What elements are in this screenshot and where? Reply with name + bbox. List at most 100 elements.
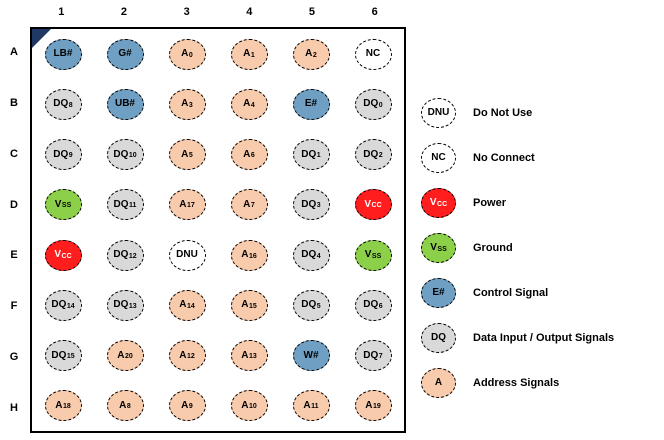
pin-label: A [179, 198, 187, 210]
pin-B2: UB# [106, 88, 144, 120]
pin-label-subscript: 1 [316, 152, 321, 160]
pin-label: W# [303, 349, 319, 361]
pin-label: A [243, 198, 251, 210]
column-header-6: 6 [371, 6, 378, 18]
pin-label: V [364, 198, 372, 210]
pin-cell-B2: UB# [94, 79, 156, 129]
legend-item-address-signals: A Address Signals [421, 368, 614, 398]
pin-label: A [117, 349, 125, 361]
pin-label-subscript: 15 [66, 353, 75, 361]
pin-label: LB# [53, 48, 73, 60]
pin-label: A [241, 399, 249, 411]
pin-G5: W# [292, 340, 330, 372]
pin-label-subscript: SS [437, 245, 447, 253]
pin-label: DQ [113, 249, 129, 261]
pin-label-subscript: 12 [128, 252, 137, 260]
pin-label: A [305, 48, 313, 60]
pin-label: DQ [363, 349, 379, 361]
pin-label-subscript: 9 [68, 152, 73, 160]
pin-label: NC [365, 48, 381, 60]
legend-item-control-signal: E#Control Signal [421, 278, 614, 308]
pin-label: E# [304, 98, 318, 110]
legend-symbol-A: A [421, 368, 456, 398]
pin-label: A [241, 249, 249, 261]
pin-cell-A6: NC [342, 29, 404, 79]
legend-symbol-DQ: DQ [421, 323, 456, 353]
legend-label: Do Not Use [473, 107, 533, 119]
legend-label: Ground [473, 242, 513, 254]
pin-label: A [241, 299, 249, 311]
pin-label-subscript: 1 [250, 51, 255, 59]
pin-label: DNU [176, 249, 198, 261]
legend-label: Data Input / Output Signals [473, 332, 615, 344]
pin-label-subscript: 12 [186, 353, 195, 361]
pin-label-subscript: 10 [248, 403, 257, 411]
pin-label: V [54, 249, 62, 261]
pin-label: DQ [113, 148, 129, 160]
pin-label: A [243, 98, 251, 110]
pin-label-subscript: 3 [316, 202, 321, 210]
column-header-4: 4 [246, 6, 253, 18]
pin-label-subscript: 17 [186, 202, 195, 210]
pin-label-subscript: CC [437, 200, 448, 208]
column-header-3: 3 [183, 6, 190, 18]
pin-label: V [364, 249, 372, 261]
pin-label: A [119, 399, 127, 411]
pin-label: V [430, 242, 437, 253]
pin-label: A [55, 399, 63, 411]
pin-label-subscript: 15 [248, 302, 257, 310]
legend-label: Address Signals [473, 377, 560, 389]
pin-label-subscript: SS [61, 202, 72, 210]
pin-label: A [181, 148, 189, 160]
legend-item-data-input-output-signals: DQ Data Input / Output Signals [421, 323, 614, 353]
pin-label-subscript: 18 [62, 403, 71, 411]
pin-label: G# [118, 48, 132, 60]
row-header-A: A [10, 46, 18, 59]
pin-label: E# [432, 287, 445, 298]
pin-label-subscript: 13 [248, 353, 257, 361]
pin-label: DQ [301, 198, 317, 210]
pin-cell-G5: W# [280, 331, 342, 381]
pin-cell-A2: G# [94, 29, 156, 79]
row-header-C: C [10, 147, 18, 160]
